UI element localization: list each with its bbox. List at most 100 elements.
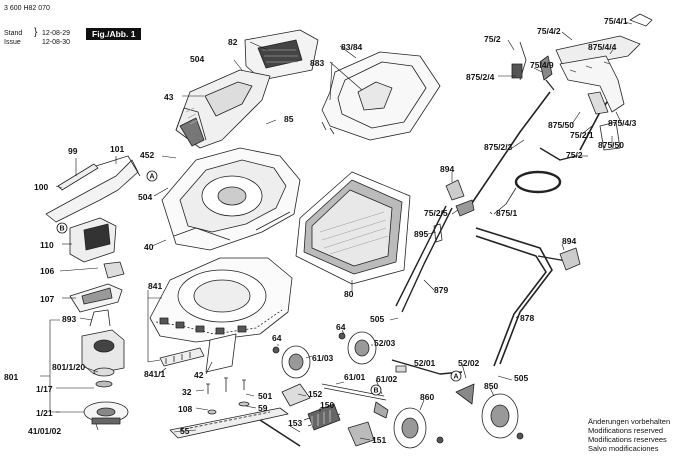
label-64-left: 64: [272, 333, 282, 343]
figure-badge: Fig./Abb. 1: [86, 28, 142, 40]
label-75-4-1: 75/4/1: [604, 16, 628, 26]
label-875-50-right: 875/50: [598, 140, 624, 150]
label-894-upper: 894: [440, 164, 454, 174]
label-504-side: 504: [138, 192, 152, 202]
stand-date: 12-08-29: [42, 30, 71, 37]
label-153: 153: [288, 418, 302, 428]
label-875-4-3: 875/4/3: [608, 118, 637, 128]
label-875-1: 875/1: [496, 208, 518, 218]
label-107: 107: [40, 294, 54, 304]
label-75-2-mid: 75/2: [566, 150, 583, 160]
label-505-upper: 505: [370, 314, 384, 324]
note-de: Änderungen vorbehalten: [588, 417, 671, 426]
key-part: [103, 261, 125, 279]
label-82: 82: [228, 37, 238, 47]
label-80: 80: [344, 289, 354, 299]
battery-pack-part: [69, 217, 117, 263]
height-adjust-parts: [259, 383, 375, 447]
label-52-03: 52/03: [374, 338, 396, 348]
label-883: 883: [310, 58, 324, 68]
label-52-01: 52/01: [414, 358, 436, 368]
charger-part: [69, 283, 123, 313]
label-878: 878: [520, 313, 534, 323]
left-handle-parts: [45, 155, 141, 223]
motor-assembly-part: [81, 309, 129, 425]
callout-b-lower: B: [370, 384, 382, 396]
svg-text:B: B: [374, 388, 379, 395]
label-108: 108: [178, 404, 192, 414]
brace: }: [34, 27, 38, 38]
wheels-parts: [272, 331, 524, 449]
note-fr: Modifications reservees: [588, 435, 667, 444]
handle-cable-part: [493, 147, 577, 215]
svg-text:A: A: [150, 174, 155, 181]
comb-parts: [159, 333, 237, 373]
battery-cover-part: [244, 29, 319, 81]
label-875-50-left: 875/50: [548, 120, 574, 130]
label-151: 151: [372, 435, 386, 445]
issue-date: 12-08-30: [42, 39, 71, 46]
label-893: 893: [62, 314, 76, 324]
callout-a-lower: A: [450, 370, 462, 382]
label-801: 801: [4, 372, 18, 382]
label-1-17: 1/17: [36, 384, 53, 394]
label-41-01-02: 41/01/02: [28, 426, 61, 436]
blade-part: [169, 407, 289, 439]
label-55: 55: [180, 426, 190, 436]
note-es: Salvo modificaciones: [588, 444, 659, 453]
callout-b-upper: B: [56, 222, 68, 234]
label-75-2-5: 75/2/5: [424, 208, 448, 218]
lock-lever-parts: [433, 179, 581, 271]
label-75-2-1: 75/2/1: [570, 130, 594, 140]
label-505-lower: 505: [514, 373, 528, 383]
label-75-4-9: 75/4/9: [530, 60, 554, 70]
label-85: 85: [284, 114, 294, 124]
screws-parts: [206, 377, 250, 415]
label-501: 501: [258, 391, 272, 401]
svg-text:B: B: [60, 226, 65, 233]
label-99: 99: [68, 146, 78, 156]
label-100: 100: [34, 182, 48, 192]
part-labels: 82 504 83/84 883 43 85 99 101 452 100 50…: [4, 16, 637, 445]
label-61-01: 61/01: [344, 372, 366, 382]
label-32: 32: [182, 387, 192, 397]
label-895: 895: [414, 229, 428, 239]
label-875-2-4: 875/2/4: [466, 72, 495, 82]
label-841-1: 841/1: [144, 369, 166, 379]
label-75-4-2: 75/4/2: [537, 26, 561, 36]
label-841: 841: [148, 281, 162, 291]
label-875-4-4: 875/4/4: [588, 42, 617, 52]
note-en: Modifications reserved: [588, 426, 664, 435]
label-860: 860: [420, 392, 434, 402]
label-150: 150: [320, 400, 334, 410]
label-43: 43: [164, 92, 174, 102]
label-452: 452: [140, 150, 154, 160]
issue-label: Issue: [4, 39, 21, 46]
svg-text:A: A: [454, 374, 459, 381]
mower-deck-part: [161, 147, 301, 251]
label-83-84: 83/84: [341, 42, 363, 52]
top-housing-part: [175, 69, 271, 149]
label-110: 110: [40, 240, 54, 250]
label-504-top: 504: [190, 54, 204, 64]
lower-handle-part: [395, 205, 453, 313]
label-61-03: 61/03: [312, 353, 334, 363]
callout-a-upper: A: [146, 170, 158, 182]
label-64-right: 64: [336, 322, 346, 332]
label-52-02: 52/02: [458, 358, 480, 368]
label-42: 42: [194, 370, 204, 380]
axle-rods-parts: [321, 359, 475, 419]
label-101: 101: [110, 144, 124, 154]
document-number: 3 600 H82 070: [4, 5, 50, 12]
label-801-1-20: 801/1/20: [52, 362, 85, 372]
grassbox-basket-part: [295, 171, 411, 285]
label-59: 59: [258, 403, 268, 413]
label-1-21: 1/21: [36, 408, 53, 418]
stand-label: Stand: [4, 30, 23, 37]
handle-grip-part: [539, 13, 653, 151]
label-75-2-top: 75/2: [484, 34, 501, 44]
label-894-lower: 894: [562, 236, 576, 246]
label-40: 40: [144, 242, 154, 252]
label-61-02: 61/02: [376, 374, 398, 384]
